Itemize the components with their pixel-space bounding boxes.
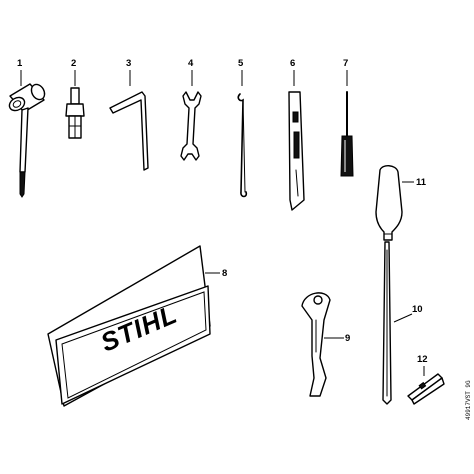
- callout-11: 11: [416, 177, 427, 188]
- callout-4: 4: [188, 58, 194, 69]
- part-5-hook-tool: 5: [237, 58, 248, 198]
- callout-5: 5: [238, 58, 244, 69]
- callout-6: 6: [290, 58, 295, 69]
- callout-2: 2: [71, 58, 76, 69]
- part-2-socket: 2: [65, 58, 85, 139]
- callout-1: 1: [17, 58, 23, 69]
- part-12-depth-gauge: 12: [407, 354, 445, 405]
- callout-9: 9: [345, 333, 350, 344]
- drawing-code: 49917VST 9G: [465, 380, 472, 420]
- callout-8: 8: [222, 268, 227, 279]
- part-8-tool-pouch: 8 STIHL: [47, 245, 227, 407]
- callout-7: 7: [343, 58, 348, 69]
- part-4-open-end-wrench: 4: [180, 58, 202, 161]
- part-9-bar-wrench: 9: [301, 292, 350, 397]
- part-11-file-handle: 11: [375, 165, 427, 241]
- callout-10: 10: [412, 304, 423, 315]
- part-1-combination-wrench: 1: [8, 58, 46, 198]
- part-7-screwdriver: 7: [340, 58, 354, 177]
- part-6-filing-gauge: 6: [288, 58, 305, 211]
- part-10-round-file: 10: [382, 241, 423, 405]
- part-3-hex-key: 3: [109, 58, 149, 171]
- callout-12: 12: [417, 354, 428, 365]
- callout-3: 3: [126, 58, 131, 69]
